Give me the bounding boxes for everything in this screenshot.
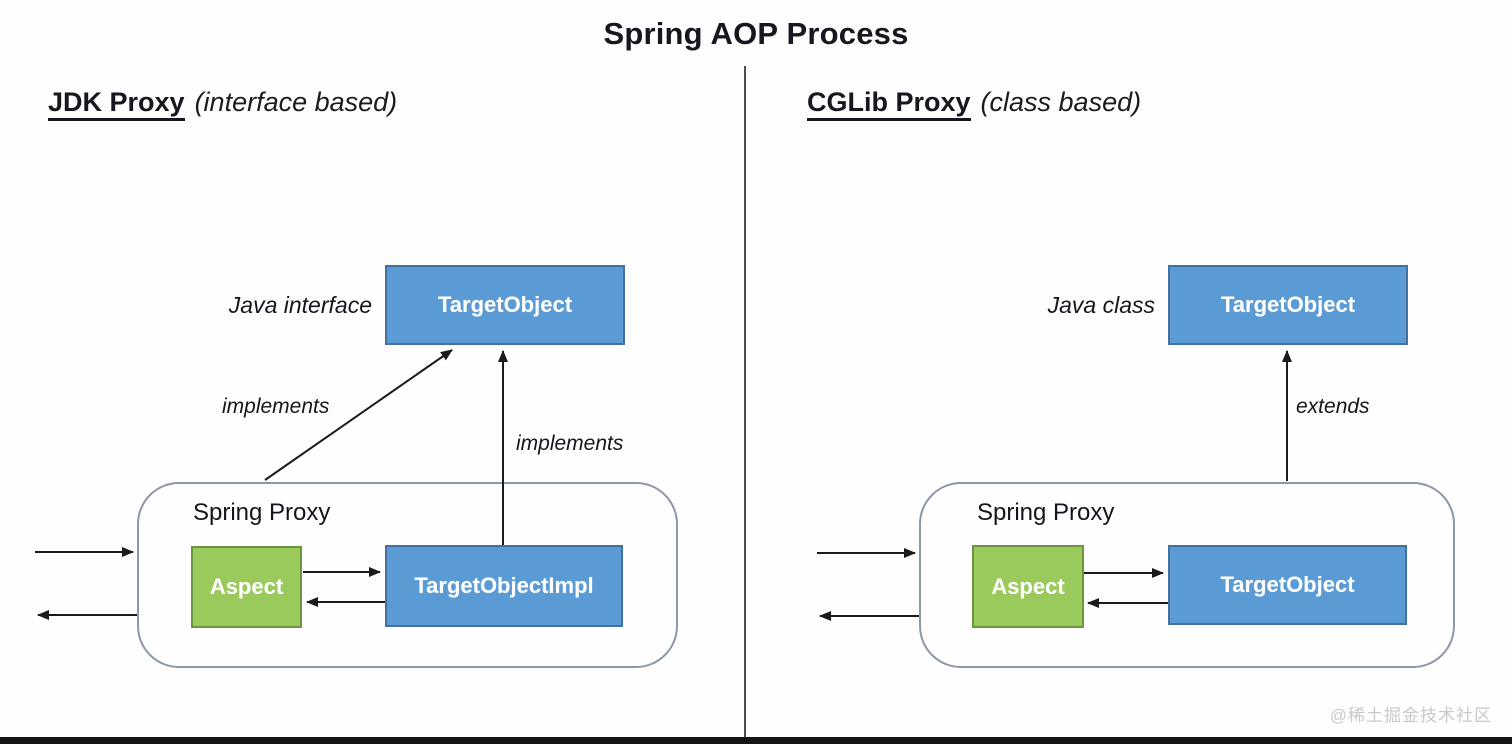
extends-label: extends [1296,395,1370,418]
bottom-border-bar [0,737,1512,744]
cglib-spring-proxy-container [919,482,1455,668]
jdk-proxy-heading: JDK Proxy (interface based) [48,87,398,121]
jdk-proxy-heading-note: (interface based) [194,87,398,117]
jdk-target-impl-box: TargetObjectImpl [385,545,623,627]
java-interface-label: Java interface [228,292,372,318]
center-divider-line [744,66,746,738]
cglib-proxy-heading-title: CGLib Proxy [807,87,971,121]
jdk-target-interface-box: TargetObject [385,265,625,345]
watermark: @稀土掘金技术社区 [1329,706,1492,725]
jdk-spring-proxy-container [137,482,678,668]
cglib-target-object-box: TargetObject [1168,545,1407,625]
cglib-target-class-box: TargetObject [1168,265,1408,345]
jdk-aspect-box: Aspect [191,546,302,628]
cglib-proxy-heading-note: (class based) [980,87,1142,117]
page-title: Spring AOP Process [603,16,909,51]
jdk-spring-proxy-label: Spring Proxy [193,499,331,526]
cglib-proxy-heading: CGLib Proxy (class based) [807,87,1142,121]
implements-diagonal-label: implements [222,395,330,418]
java-class-label: Java class [1047,292,1155,318]
jdk-proxy-heading-title: JDK Proxy [48,87,185,121]
cglib-spring-proxy-label: Spring Proxy [977,499,1115,526]
cglib-aspect-box: Aspect [972,545,1084,628]
implements-vertical-label: implements [516,432,624,455]
